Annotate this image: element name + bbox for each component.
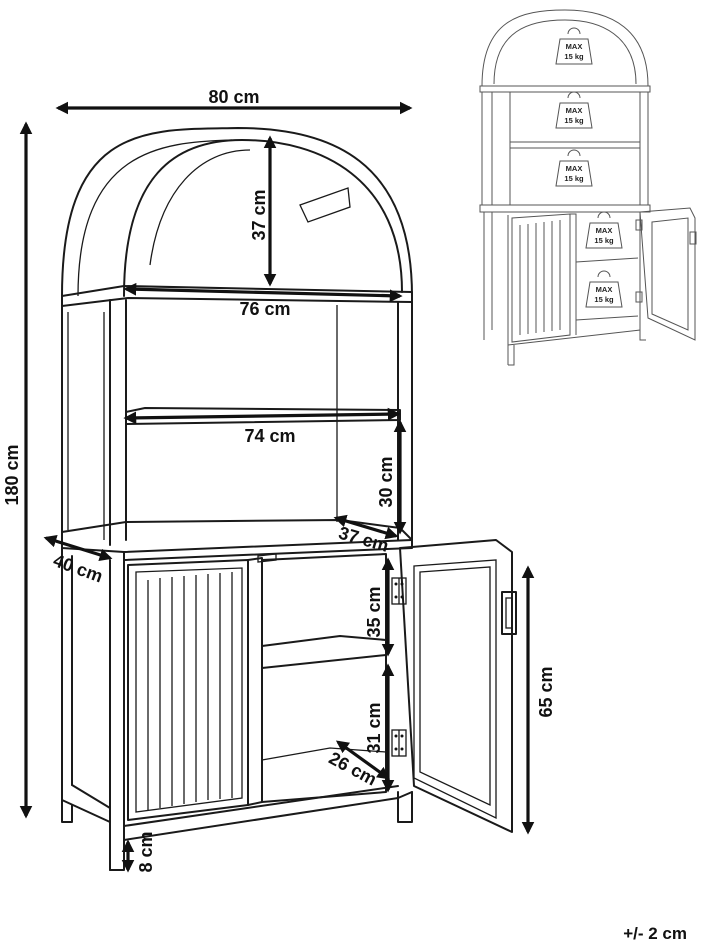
cabinet-upper-gap-label: 35 cm (364, 586, 384, 637)
load-weight-label: 15 kg (594, 236, 614, 245)
arch-height-label: 37 cm (249, 189, 269, 240)
cabinet-height-label: 65 cm (536, 666, 556, 717)
cabinet-outline (61, 127, 517, 871)
load-weight-label: 15 kg (564, 116, 584, 125)
dimension-arrows (19, 101, 535, 873)
leg-height-label: 8 cm (136, 831, 156, 872)
load-max-label: MAX (566, 42, 583, 51)
weight-icon: MAX 15 kg (585, 270, 623, 308)
load-weight-label: 15 kg (564, 174, 584, 183)
load-max-label: MAX (566, 164, 583, 173)
tolerance-note: +/- 2 cm (623, 924, 687, 943)
width-label: 80 cm (208, 87, 259, 107)
weight-icon: MAX 15 kg (585, 211, 623, 249)
load-thumbnail: MAX 15 kg MAX 15 kg MAX 15 kg MAX 15 kg … (479, 9, 697, 366)
load-max-label: MAX (596, 285, 613, 294)
height-label: 180 cm (2, 444, 22, 505)
arch-inner-width-label: 76 cm (239, 299, 290, 319)
load-weight-label: 15 kg (594, 295, 614, 304)
weight-icon: MAX 15 kg (555, 149, 593, 187)
load-max-label: MAX (566, 106, 583, 115)
load-max-label: MAX (596, 226, 613, 235)
shelf-width-label: 74 cm (244, 426, 295, 446)
load-weight-label: 15 kg (564, 52, 584, 61)
weight-icon: MAX 15 kg (555, 91, 593, 129)
cabinet-lower-gap-label: 31 cm (364, 702, 384, 753)
upper-shelf-gap-label: 30 cm (376, 456, 396, 507)
weight-icon: MAX 15 kg (555, 27, 593, 65)
